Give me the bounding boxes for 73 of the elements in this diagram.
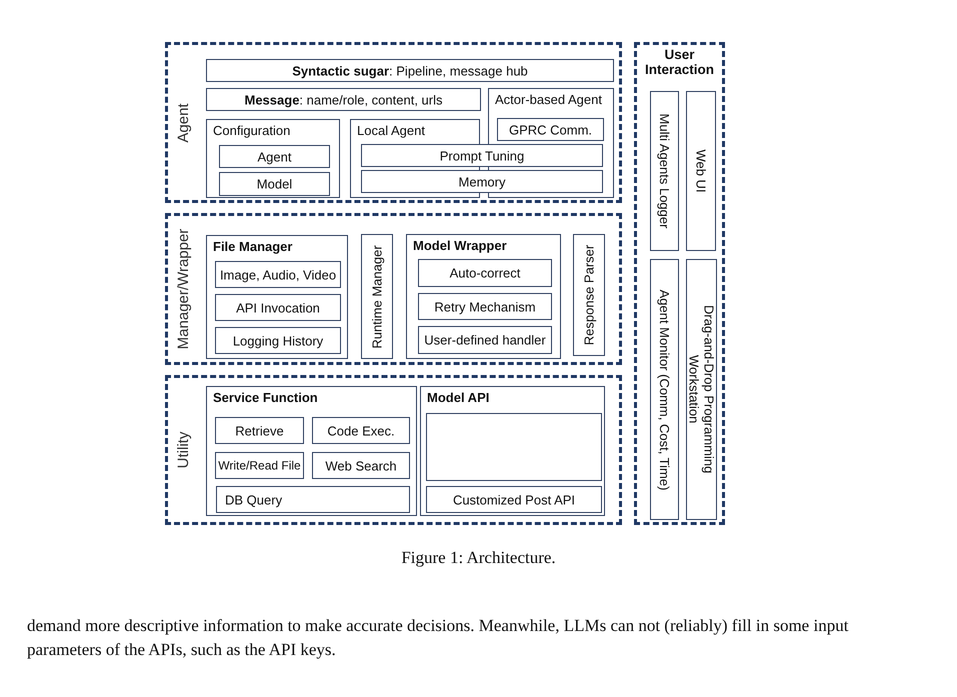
module-box xyxy=(418,326,552,354)
module-box xyxy=(650,259,679,520)
module-label: Drag-and-Drop Programming Workstation xyxy=(686,304,716,476)
group-box xyxy=(406,234,561,359)
layer-panel xyxy=(165,375,622,525)
module-box xyxy=(418,293,552,320)
module-box xyxy=(216,486,410,513)
group-box xyxy=(206,386,417,516)
module-box xyxy=(361,170,603,193)
module-box xyxy=(206,59,614,82)
module-label: Runtime Manager xyxy=(370,244,384,348)
module-label: Prompt Tuning xyxy=(440,148,524,163)
group-title: Actor-based Agent xyxy=(495,92,602,107)
group-title: Model Wrapper xyxy=(413,238,507,253)
group-box xyxy=(206,119,340,198)
module-label: User-defined handler xyxy=(424,332,546,348)
group-title: Service Function xyxy=(213,390,318,405)
module-label: Agent xyxy=(258,149,292,164)
module-label: Response Parser xyxy=(582,244,596,346)
module-box xyxy=(215,294,341,321)
module-label: Web UI xyxy=(694,149,708,193)
group-title: File Manager xyxy=(213,239,292,254)
module-label: Customized Post API xyxy=(452,492,576,507)
module-box xyxy=(686,91,716,251)
module-box xyxy=(361,144,603,167)
body-paragraph: demand more descriptive information to make accurate decisions. Meanwhile, LLMs can not (reliably) fill in some input parameters of the APIs, such as the API keys. xyxy=(27,615,850,661)
group-title: Configuration xyxy=(213,123,290,138)
module-label: Image, Audio, Video xyxy=(220,267,336,282)
module-box xyxy=(650,91,679,251)
module-box xyxy=(215,452,304,479)
layer-panel xyxy=(634,42,725,525)
module-box xyxy=(215,261,341,288)
layer-label: Manager/Wrapper xyxy=(176,228,191,350)
module-label: Model xyxy=(256,176,292,192)
module-label: API Invocation xyxy=(236,300,320,315)
layer-label: Agent xyxy=(176,102,191,142)
module-box xyxy=(686,259,717,520)
module-label: Multi Agents Logger xyxy=(657,114,672,228)
module-label: Web Search xyxy=(325,458,397,473)
module-label: Write/Read File xyxy=(218,458,301,473)
layer-label: Utility xyxy=(176,432,191,468)
module-label: Syntactic sugar: Pipeline, message hub xyxy=(292,63,528,78)
module-label: Agent Monitor (Comm, Cost, Time) xyxy=(657,289,672,490)
module-label: Local Agent xyxy=(357,123,425,138)
figure-caption: Figure 1: Architecture. xyxy=(401,548,556,567)
module-box xyxy=(206,88,481,111)
layer-panel xyxy=(165,42,622,203)
group-box xyxy=(420,386,605,516)
module-label: Memory xyxy=(458,174,506,189)
layer-panel xyxy=(165,213,622,365)
module-box xyxy=(312,417,410,444)
group-title: Model API xyxy=(427,390,490,405)
module-box xyxy=(361,234,393,359)
module-label: Retrieve xyxy=(235,423,284,438)
module-box xyxy=(497,118,604,141)
module-label: Logging History xyxy=(232,333,324,348)
module-box xyxy=(219,172,330,196)
module-label: Code Exec. xyxy=(327,423,395,438)
module-box xyxy=(426,486,602,513)
module-box xyxy=(215,417,304,444)
module-label: Message: name/role, content, urls xyxy=(244,92,442,107)
module-box xyxy=(215,327,341,354)
module-box xyxy=(219,145,330,168)
module-label: GPRC Comm. xyxy=(508,122,592,137)
module-label: Auto-correct xyxy=(450,266,520,280)
group-box xyxy=(206,235,348,359)
module-box xyxy=(312,452,410,479)
module-box xyxy=(418,259,552,287)
empty-box xyxy=(426,413,602,481)
module-box xyxy=(573,234,605,356)
module-label: DB Query xyxy=(225,492,282,507)
module-label: Retry Mechanism xyxy=(434,299,536,314)
layer-label: User Interaction xyxy=(645,47,714,77)
